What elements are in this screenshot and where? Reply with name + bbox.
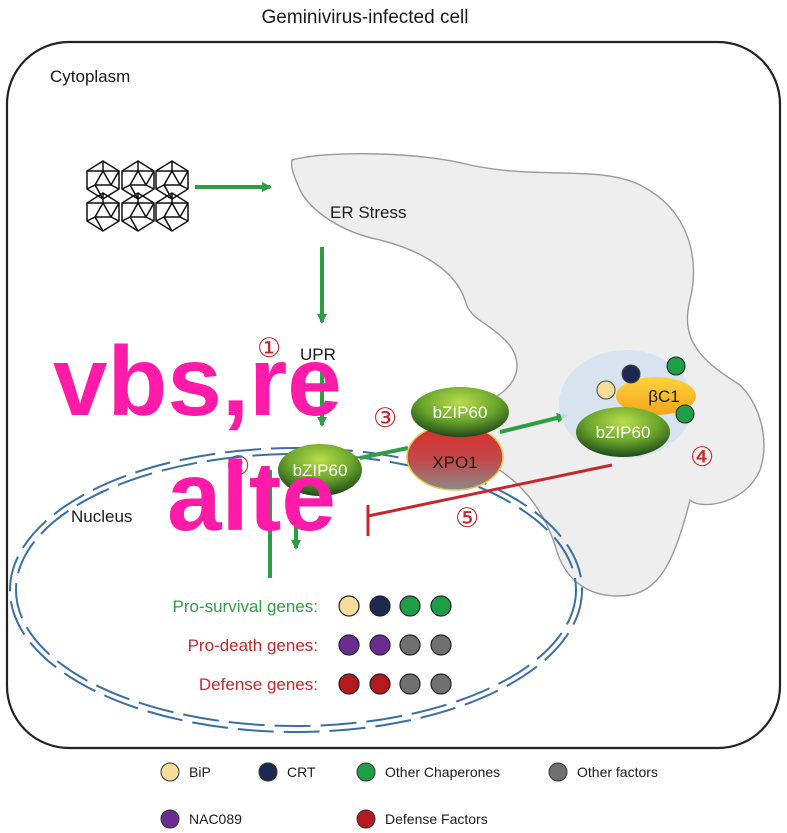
diagram-title: Geminivirus-infected cell: [262, 7, 469, 28]
gene-rows: Pro-survival genes: Pro-death genes: Defen…: [172, 595, 452, 695]
bc1-blob: [616, 377, 696, 415]
legend-label: CRT: [287, 764, 316, 780]
gene-row-dot: [338, 634, 360, 656]
legend-label: Other factors: [577, 764, 658, 780]
gene-row-dot: [399, 673, 421, 695]
nucleus-label: Nucleus: [71, 507, 132, 526]
gene-row-dot: [430, 595, 452, 617]
complex-to-er-arrow: [499, 413, 567, 434]
gene-row-label: Defense genes:: [199, 675, 318, 694]
step-markers: ① ② ③ ④ ⑤: [226, 333, 714, 533]
gene-row-dot: [369, 673, 391, 695]
chaperone-dot-right: [675, 404, 695, 424]
gene-row-dot: [338, 673, 360, 695]
legend-swatch: [356, 809, 376, 829]
step-4: ④: [690, 442, 714, 472]
bzip60-er-blob: [576, 407, 670, 457]
chaperone-dot-top: [666, 356, 686, 376]
step-3: ③: [373, 403, 397, 433]
geminivirus-particles-icon: [86, 160, 189, 232]
legend-swatch: [356, 762, 376, 782]
watermark-line-1: vbs,re: [53, 326, 342, 436]
gene-row-dot: [399, 634, 421, 656]
bip-dot: [596, 380, 616, 400]
gene-row-dot: [430, 673, 452, 695]
xpo1-label: XPO1: [432, 453, 477, 472]
gene-row-dot: [338, 595, 360, 617]
gene-row-dot: [430, 634, 452, 656]
inhibition-line: [367, 463, 613, 518]
bzip60-complex-label: bZIP60: [433, 403, 488, 422]
export-line: [359, 446, 409, 460]
gene-row-label: Pro-death genes:: [188, 636, 318, 655]
legend-label: NAC089: [189, 811, 242, 827]
cytoplasm-label: Cytoplasm: [50, 67, 130, 86]
gene-row-dot: [399, 595, 421, 617]
legend-label: Defense Factors: [385, 811, 488, 827]
bzip60-nuclear-blob: [278, 444, 362, 496]
er-stress-label: ER Stress: [330, 203, 407, 222]
legend-label: BiP: [189, 764, 211, 780]
crt-dot: [621, 364, 641, 384]
gene-row-dot: [369, 595, 391, 617]
gene-row-dot: [369, 634, 391, 656]
bzip60-complex-blob: [411, 387, 509, 437]
gene-row-label: Pro-survival genes:: [172, 597, 318, 616]
upr-label: UPR: [300, 345, 336, 364]
legend-swatch: [258, 762, 278, 782]
legend-swatch: [160, 809, 180, 829]
nuclear-envelope-outer: [9, 447, 583, 733]
bzip60-nuclear-label: bZIP60: [293, 461, 348, 480]
watermark-line-2: alte: [167, 441, 336, 551]
cell-membrane: [5, 40, 782, 750]
legend-swatch: [548, 762, 568, 782]
legend: BiP CRT Other Chaperones Other factorsNAC08…: [160, 762, 658, 829]
endoplasmic-reticulum: [290, 152, 765, 597]
bc1-label: βC1: [648, 387, 680, 406]
step-5: ⑤: [455, 503, 479, 533]
legend-swatch: [160, 762, 180, 782]
legend-label: Other Chaperones: [385, 764, 500, 780]
nuclear-envelope-inner: [15, 453, 577, 727]
bzip60-er-label: bZIP60: [596, 423, 651, 442]
step-1: ①: [257, 333, 281, 363]
